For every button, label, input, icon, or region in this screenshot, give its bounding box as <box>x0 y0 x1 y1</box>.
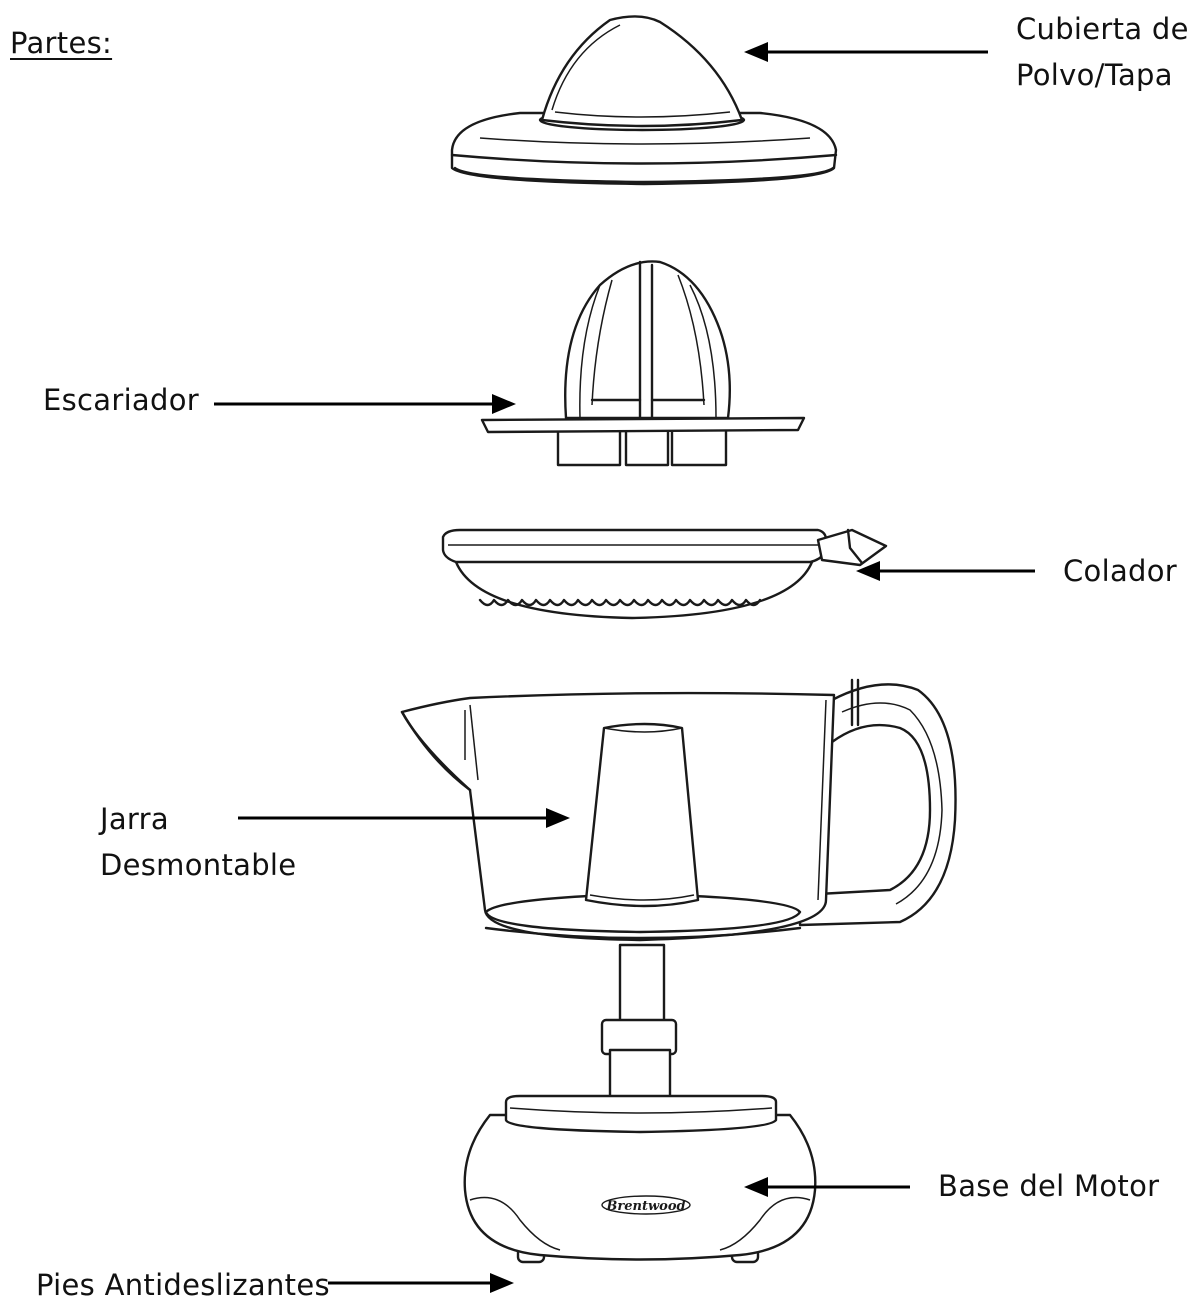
label-non-slip-feet: Pies Antideslizantes <box>36 1268 330 1302</box>
arrow-motor-base <box>744 1177 910 1197</box>
jar-drawing <box>400 678 957 942</box>
arrow-feet <box>328 1273 514 1293</box>
label-jar: Jarra Desmontable <box>100 796 296 888</box>
svg-text:Brentwood: Brentwood <box>605 1199 685 1214</box>
label-strainer: Colador <box>1063 554 1177 588</box>
label-reamer: Escariador <box>43 383 199 417</box>
label-dust-cover: Cubierta de Polvo/Tapa <box>1016 6 1189 98</box>
label-jar-line2: Desmontable <box>100 848 297 882</box>
strainer-drawing <box>441 528 888 620</box>
arrow-cover <box>744 42 988 62</box>
label-dust-cover-line1: Cubierta de <box>1016 12 1189 46</box>
arrow-strainer <box>856 561 1035 581</box>
label-dust-cover-line2: Polvo/Tapa <box>1016 58 1173 92</box>
dust-cover-drawing <box>450 15 838 186</box>
brentwood-logo: Brentwood <box>601 1195 691 1215</box>
label-jar-line1: Jarra <box>100 802 169 836</box>
motor-base-drawing: Brentwood <box>463 1094 817 1264</box>
parts-heading: Partes: <box>10 26 113 60</box>
arrow-jar <box>238 808 570 828</box>
arrow-reamer <box>214 394 516 414</box>
label-motor-base: Base del Motor <box>938 1169 1160 1203</box>
drive-shaft-drawing <box>600 943 678 1110</box>
reamer-drawing <box>480 260 806 467</box>
